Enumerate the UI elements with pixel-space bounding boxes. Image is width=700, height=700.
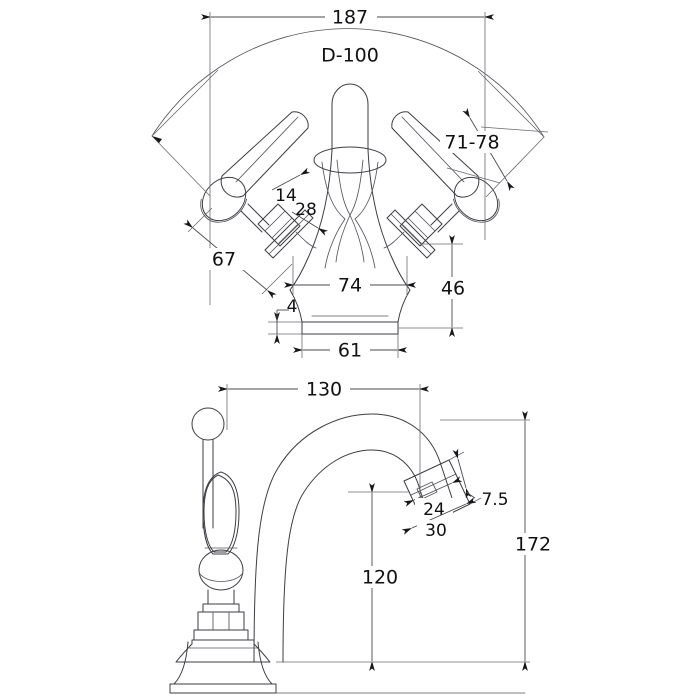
side-view-dimensions: 130 7.5 24 30 120 172 bbox=[218, 378, 559, 671]
ext-7178-b bbox=[446, 167, 501, 184]
sector-edge-right bbox=[485, 136, 545, 198]
right-collar-arc bbox=[383, 231, 405, 249]
side-pedestal bbox=[175, 639, 271, 663]
dim-leader-14 bbox=[271, 167, 311, 191]
arrow-sector-left bbox=[152, 136, 162, 143]
sector-edge-right-2 bbox=[477, 70, 545, 138]
left-lever-highlight bbox=[235, 116, 299, 183]
sector-edge-left-2 bbox=[151, 69, 219, 137]
lever-grip-body bbox=[202, 471, 240, 555]
dim-label-4: 4 bbox=[287, 297, 298, 317]
handle-swing-arc bbox=[151, 28, 545, 138]
left-collar-arc bbox=[295, 231, 317, 249]
spout-inner-curve-left-2 bbox=[321, 161, 346, 269]
aerator-ellipse bbox=[313, 146, 387, 174]
right-escutcheon-line bbox=[390, 213, 432, 255]
dim-label-67: 67 bbox=[212, 249, 236, 271]
dim-label-14: 14 bbox=[275, 186, 297, 206]
valve-neck bbox=[207, 589, 235, 605]
valve-flange bbox=[193, 629, 249, 641]
ext-67-a bbox=[187, 207, 213, 233]
dim-label-130: 130 bbox=[306, 379, 342, 401]
base-pedestal-right bbox=[397, 289, 411, 323]
right-lever-body bbox=[391, 111, 480, 198]
spout-body-outline-left bbox=[289, 103, 333, 291]
dim-leader-28 bbox=[291, 211, 329, 236]
right-handle-knob-line bbox=[452, 198, 500, 223]
dim-line-24 bbox=[403, 476, 463, 507]
dim-label-7-5: 7.5 bbox=[481, 490, 508, 510]
right-handle-knob bbox=[453, 176, 499, 222]
dim-label-71-78: 71-78 bbox=[444, 132, 499, 154]
dim-line-75 bbox=[452, 448, 472, 499]
spout-inner-curve-right-2 bbox=[354, 161, 379, 269]
dim-label-24: 24 bbox=[423, 500, 445, 520]
right-valve-body bbox=[399, 203, 443, 247]
left-valve-ribs bbox=[264, 210, 299, 245]
left-lever-body bbox=[220, 111, 309, 198]
dim-label-d100: D-100 bbox=[321, 45, 379, 67]
dim-label-46: 46 bbox=[441, 278, 465, 300]
dim-label-120: 120 bbox=[362, 567, 398, 589]
dim-label-30: 30 bbox=[425, 521, 447, 541]
spout-inner-curve bbox=[282, 449, 429, 663]
top-view-dimensions: 187 D-100 71-78 67 14 bbox=[151, 6, 549, 362]
dim-label-172: 172 bbox=[515, 534, 551, 556]
valve-nut bbox=[197, 611, 245, 631]
left-handle-knob bbox=[201, 176, 247, 222]
left-handle-assembly bbox=[200, 111, 317, 259]
spout-outer-curve bbox=[253, 413, 453, 663]
side-pedestal-foot bbox=[169, 683, 277, 694]
valve-collar bbox=[202, 603, 240, 613]
side-valve-stack bbox=[193, 589, 249, 641]
lever-grip bbox=[203, 474, 237, 553]
dim-label-61: 61 bbox=[338, 340, 362, 362]
left-stem bbox=[240, 203, 270, 233]
dim-label-28: 28 bbox=[295, 200, 317, 220]
ext-75-b bbox=[469, 497, 482, 505]
right-escutcheon bbox=[386, 209, 436, 259]
sector-edge-left bbox=[151, 135, 211, 197]
lever-ball-top bbox=[191, 407, 225, 441]
side-lever-handle bbox=[191, 407, 244, 591]
dim-leader-75 bbox=[465, 491, 476, 499]
base-plate bbox=[301, 321, 399, 335]
ext-75-a bbox=[448, 451, 465, 461]
base-pedestal-left bbox=[289, 289, 303, 323]
dim-label-187: 187 bbox=[332, 7, 368, 29]
lever-knuckle bbox=[198, 549, 244, 591]
right-valve-ribs bbox=[401, 210, 436, 245]
dim-label-74: 74 bbox=[338, 275, 362, 297]
spout-body-outline bbox=[331, 83, 411, 291]
left-escutcheon-line bbox=[268, 213, 310, 255]
lever-knuckle-band bbox=[199, 573, 243, 582]
left-valve-body bbox=[257, 203, 301, 247]
right-stem bbox=[430, 203, 460, 233]
side-view-geometry bbox=[169, 407, 526, 694]
spout-inner-curve-right bbox=[349, 159, 365, 263]
right-lever-highlight bbox=[401, 116, 465, 183]
